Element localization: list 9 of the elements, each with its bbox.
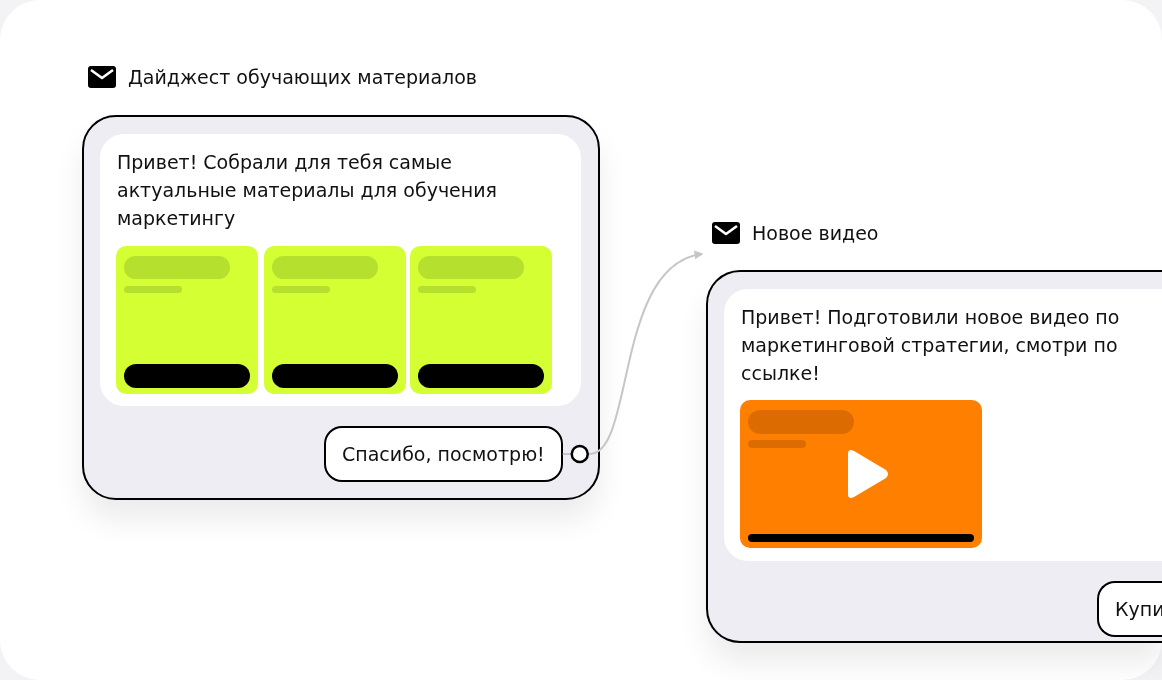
- message-bubble: [724, 289, 1162, 561]
- arrow: [561, 251, 704, 464]
- card-title: Дайджест обучающих материалов: [128, 65, 478, 89]
- message-text: Привет! Подготовили новое видео по маркетинговой стратегии, смотри по ссылке!: [741, 305, 1121, 386]
- reply-button: Спасибо, посмотрю!: [324, 426, 563, 482]
- message-bubble: [100, 134, 581, 406]
- reply-button: Купи: [1097, 581, 1162, 637]
- card-title: Новое видео: [752, 221, 879, 245]
- message-text: Привет! Собрали для тебя самые актуальные материалы для обучения маркетингу: [117, 150, 498, 231]
